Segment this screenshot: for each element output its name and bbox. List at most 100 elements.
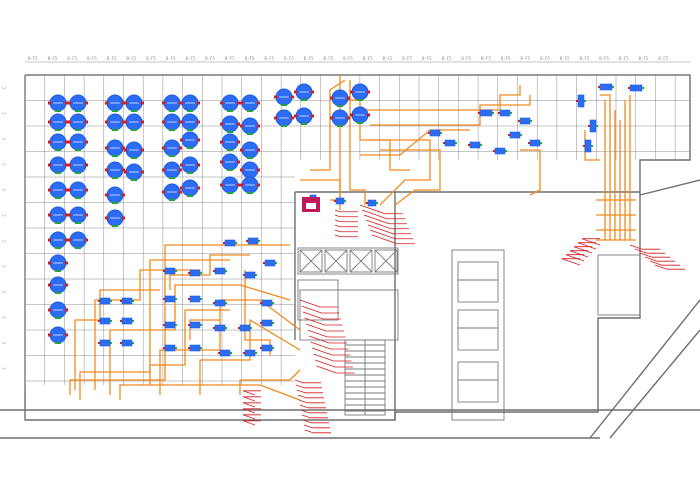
grid-column-label: B-F5 (540, 56, 550, 61)
leader-line (334, 229, 341, 233)
fan-coil-unit-icon (576, 94, 586, 108)
fcu-tag (163, 298, 165, 300)
hvac-indoor-unit-icon (68, 181, 88, 199)
unit-tag-bottom (75, 149, 81, 151)
fcu-tag-2 (225, 270, 227, 272)
unit-tag-bottom (112, 129, 118, 131)
fcu-body (99, 317, 111, 325)
unit-tag-right (197, 186, 200, 190)
unit-tag-left (220, 140, 223, 144)
leader-line (644, 256, 658, 262)
unit-tag-bottom (112, 110, 118, 112)
fcu-tag-2 (110, 342, 112, 344)
legend-symbol-icon (302, 197, 320, 212)
duct-run (370, 95, 531, 126)
unit-tag-bottom (131, 110, 137, 112)
fan-coil-unit-icon (508, 131, 522, 139)
unit-tag-right (85, 213, 88, 217)
fcu-body (214, 267, 226, 275)
fcu-tag-2 (272, 347, 274, 349)
hvac-indoor-unit-icon (294, 107, 314, 125)
fan-coil-unit-icon (163, 295, 177, 303)
unit-tag-left (68, 140, 71, 144)
unit-tag-bottom (75, 129, 81, 131)
fan-coil-unit-icon (334, 197, 346, 205)
core-lobby (299, 289, 399, 341)
fcu-tag (188, 347, 190, 349)
grid-column-label: B-F5 (619, 56, 629, 61)
leader-line (302, 419, 312, 424)
hvac-indoor-unit-icon (124, 163, 144, 181)
leader-line (294, 379, 304, 384)
unit-tag-right (367, 90, 370, 94)
right-edge-line (639, 179, 700, 196)
unit-tag-right (179, 146, 182, 150)
duct-run (69, 244, 290, 395)
unit-tag-bottom (357, 122, 363, 124)
hvac-indoor-unit-icon (124, 141, 144, 159)
hvac-indoor-unit-icon (220, 133, 240, 151)
unit-tag-right (291, 116, 294, 120)
leader-line (242, 408, 256, 414)
unit-tag-right (197, 101, 200, 105)
fcu-body (214, 299, 226, 307)
leader-tags (242, 204, 685, 434)
fcu-tag-2 (642, 87, 644, 89)
grid-column-label: B-F5 (67, 56, 77, 61)
unit-tag-bottom (337, 105, 343, 107)
fcu-tag (628, 87, 630, 89)
fan-coil-unit-icon (246, 237, 260, 245)
unit-tag-left (274, 116, 277, 120)
fcu-tag (518, 120, 520, 122)
unit-tag-bottom (55, 342, 61, 344)
fan-coil-unit-icon (188, 344, 202, 352)
duct-run (189, 319, 220, 340)
fcu-body (189, 295, 201, 303)
grid-column-label: B-F5 (264, 56, 274, 61)
fcu-tag (98, 300, 100, 302)
fcu-body (164, 295, 176, 303)
fcu-body (164, 321, 176, 329)
lift-cross-b (324, 249, 348, 273)
hvac-indoor-unit-icon (105, 94, 125, 112)
unit-tag-left (350, 113, 353, 117)
leader-line (242, 420, 256, 426)
fcu-tag (246, 240, 248, 242)
fan-coil-unit-icon (163, 267, 177, 275)
fcu-tag-2 (540, 142, 542, 144)
fcu-tag (120, 300, 122, 302)
hvac-indoor-unit-icon (162, 113, 182, 131)
fcu-tag-2 (520, 134, 522, 136)
lift-cross-b (374, 249, 398, 273)
leader-line (242, 402, 256, 408)
unit-tag-right (257, 183, 260, 187)
fcu-body (599, 83, 613, 91)
leader-line (296, 389, 306, 394)
duct-network (69, 75, 636, 401)
hvac-indoor-unit-icon (220, 94, 240, 112)
fcu-tag (443, 142, 445, 144)
fan-coil-unit-icon (583, 139, 593, 153)
fcu-body (214, 324, 226, 332)
unit-tag-right (257, 148, 260, 152)
fcu-tag-2 (510, 112, 512, 114)
unit-tag-right (122, 120, 125, 124)
fcu-tag (163, 270, 165, 272)
leader-line (297, 394, 307, 399)
unit-tag-right (65, 140, 68, 144)
fcu-tag (498, 112, 500, 114)
unit-tag-right (179, 168, 182, 172)
grid-row-label: C (2, 86, 7, 89)
unit-tag-bottom (55, 222, 61, 224)
leader-line (310, 341, 331, 350)
fan-coil-unit-icon (98, 339, 112, 347)
duct-run (94, 269, 200, 390)
unit-tag-bottom (337, 125, 343, 127)
unit-tag-right (197, 163, 200, 167)
duct-run (360, 129, 470, 156)
hvac-indoor-unit-icon (68, 94, 88, 112)
core-room (297, 279, 339, 321)
lift-car-icon (374, 249, 398, 273)
unit-tag-right (65, 101, 68, 105)
fan-coil-unit-icon (243, 271, 257, 279)
